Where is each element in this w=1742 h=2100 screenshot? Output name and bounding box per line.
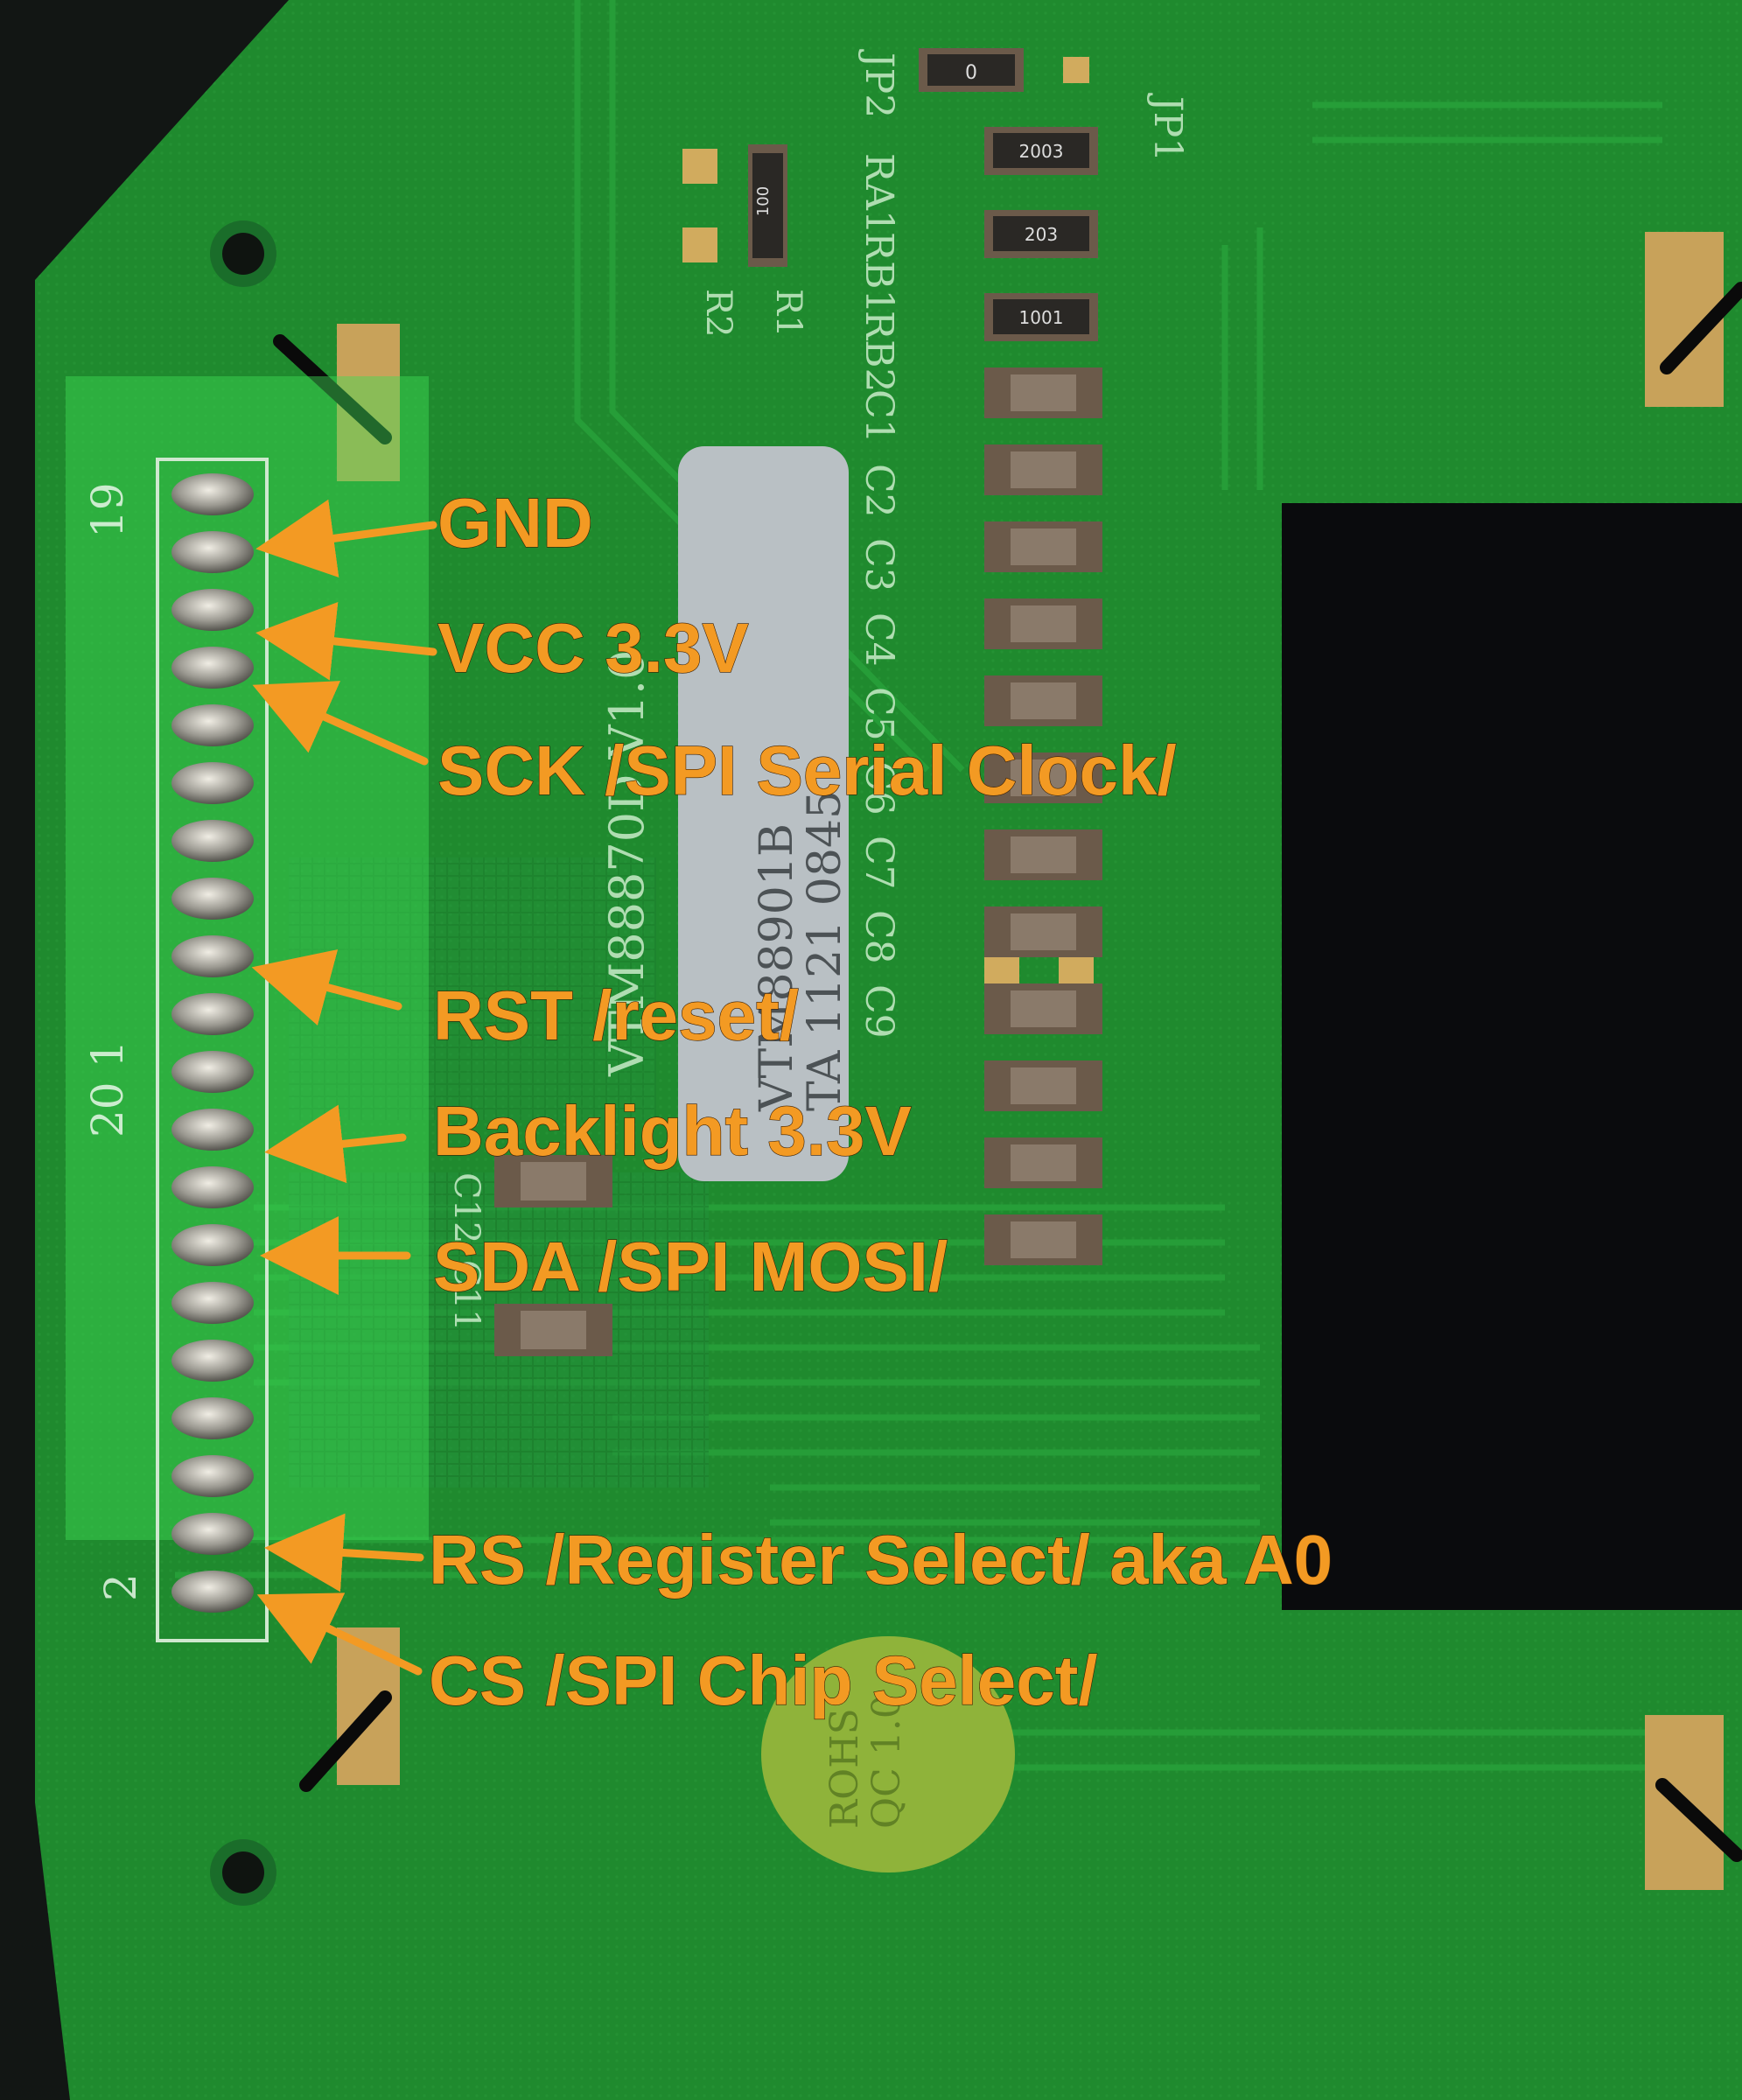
capacitor-body (1011, 836, 1076, 873)
rohs-sticker (761, 1636, 1015, 1872)
capacitor-body (1011, 682, 1076, 719)
gold-pads (337, 57, 1724, 1890)
silk-c7: C7 (857, 836, 901, 890)
silk-rb1: RB1 (857, 232, 901, 313)
silk-ra1: RA1 (857, 153, 901, 234)
capacitor-body (1011, 990, 1076, 1027)
resistor-0: 0 (965, 62, 977, 84)
pin-labels: GND VCC 3.3V SCK /SPI Serial Clock/ RST … (428, 483, 1333, 1719)
capacitor-body (1011, 1144, 1076, 1181)
label-rst: RST /reset/ (433, 976, 799, 1054)
solder-joints (171, 473, 254, 1613)
pin-number-2: 2 (95, 1573, 146, 1601)
sticker (678, 446, 849, 1181)
resistor-100: 100 (754, 186, 773, 216)
resistor-203: 203 (1025, 224, 1058, 245)
solder-joint (171, 1224, 254, 1266)
label-vcc: VCC 3.3V (437, 609, 749, 687)
connector-outline (156, 458, 269, 1642)
label-rs: RS /Register Select/ aka A0 (429, 1521, 1333, 1599)
silk-c3: C3 (857, 538, 901, 592)
capacitor-body (1011, 760, 1076, 796)
solder-joint (171, 993, 254, 1035)
solder-joint (171, 935, 254, 977)
label-sda: SDA /SPI MOSI/ (433, 1228, 948, 1306)
sticker-text-2: TA 1121 0845 (799, 790, 851, 1111)
resistor-1001: 1001 (1019, 307, 1064, 328)
arrow-rs (264, 1513, 424, 1592)
solder-joint (171, 1166, 254, 1208)
label-backlight: Backlight 3.3V (433, 1092, 912, 1170)
pin-numbers: 19 20 1 2 (82, 482, 146, 1601)
wires (273, 282, 1742, 1862)
solder-joint (171, 820, 254, 862)
capacitors-small (494, 1155, 612, 1356)
solder-joint (171, 531, 254, 573)
solder-joint (171, 647, 254, 689)
silk-c8: C8 (857, 910, 901, 964)
solder-joint (171, 1513, 254, 1555)
silk-rb2: RB2 (857, 311, 901, 392)
silk-c6: C6 (857, 761, 901, 816)
rohs-text-2: QC 1.0 (864, 1694, 909, 1829)
arrow-cs (256, 1592, 423, 1676)
label-cs: CS /SPI Chip Select/ (429, 1642, 1098, 1719)
pin-number-19: 19 (82, 482, 133, 538)
solder-joint (171, 1282, 254, 1324)
pin-arrows (251, 499, 437, 1676)
display-module (1282, 503, 1742, 1610)
silk-model: VTM88870D V1.0 (599, 650, 654, 1077)
rohs-text-1: ROHS (822, 1708, 867, 1829)
capacitor-body (1011, 528, 1076, 565)
capacitor-body (1011, 452, 1076, 488)
capacitor-body (1011, 606, 1076, 642)
silk-jp1: JP1 (1145, 93, 1190, 162)
silk-c2: C2 (857, 464, 901, 518)
solder-joint (171, 1109, 254, 1151)
silk-c1: C1 (857, 389, 901, 444)
silk-r2: R2 (698, 289, 738, 338)
solder-joint (171, 704, 254, 746)
silk-c11: C11 (446, 1260, 486, 1332)
capacitor-body (1011, 1222, 1076, 1258)
solder-joint (171, 1051, 254, 1093)
arrow-sck (252, 681, 429, 766)
label-gnd: GND (437, 484, 593, 562)
arrow-backlight (264, 1104, 407, 1184)
solder-joint (171, 1571, 254, 1613)
capacitor-body (1011, 914, 1076, 950)
solder-joint (171, 878, 254, 920)
label-sck: SCK /SPI Serial Clock/ (437, 732, 1177, 809)
silkscreen: JP1 JP2 RA1 RB1 RB2 C1 C2 C3 C4 C5 C6 C7… (446, 49, 1190, 1332)
pin-number-20-1: 20 1 (82, 1040, 133, 1138)
silk-c9: C9 (857, 984, 901, 1039)
capacitor-body (1011, 374, 1076, 411)
solder-joint (171, 762, 254, 804)
arrow-gnd (255, 499, 437, 578)
silk-jp2: JP2 (857, 49, 901, 118)
silk-c5: C5 (857, 687, 901, 741)
sticker-text-1: VTM88901B (751, 823, 803, 1112)
arrow-vcc (255, 601, 437, 681)
solder-joint (171, 1455, 254, 1497)
smd-components: 0 2003 203 1001 100 (748, 48, 1098, 341)
silk-c4: C4 (857, 612, 901, 667)
capacitor-body (1011, 1068, 1076, 1104)
solder-joint (171, 1397, 254, 1439)
solder-joint (171, 1340, 254, 1382)
silk-r1: R1 (768, 289, 808, 338)
solder-joint (171, 589, 254, 631)
capacitor-column (984, 368, 1102, 1265)
arrow-rst (251, 949, 402, 1026)
resistor-2003: 2003 (1019, 141, 1064, 162)
silk-c12: C12 (446, 1172, 486, 1244)
solder-joint (171, 473, 254, 515)
